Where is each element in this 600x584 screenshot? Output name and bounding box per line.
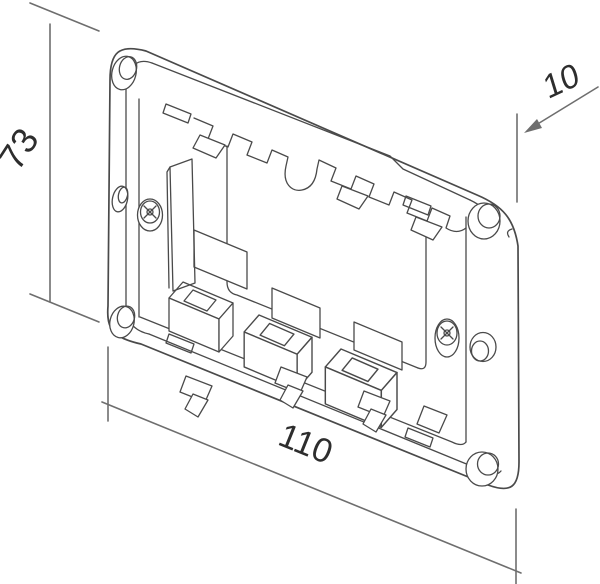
frame-outline — [106, 47, 520, 490]
claw-wedge-2 — [336, 185, 369, 210]
clip-top-hole — [259, 322, 295, 347]
corner-notch-mark — [506, 228, 513, 238]
dimension-height: 73 — [0, 2, 100, 323]
module-claw-band — [192, 117, 467, 241]
slot-long-left — [166, 158, 196, 292]
corner-hole-bottom-right — [465, 451, 500, 487]
alignment-slot-bottom-right — [404, 427, 434, 448]
corner-hole-top-right — [467, 202, 501, 240]
fixing-screw-right — [434, 318, 460, 358]
module-clip-3 — [324, 348, 398, 429]
extension-tick-bottom — [29, 293, 100, 323]
clip-top-hole — [341, 357, 379, 383]
frame-body — [106, 47, 520, 490]
dimension-depth: 10 — [516, 56, 599, 203]
alignment-slot-top-right — [402, 195, 432, 216]
dim-width-label: 110 — [273, 416, 338, 472]
phillips-cross-icon — [440, 326, 454, 340]
arrow-line — [535, 86, 599, 126]
window-right-edge — [417, 231, 427, 370]
clip-side-face — [218, 302, 234, 353]
clip-back-plate-3 — [353, 321, 403, 371]
arrowhead-icon — [524, 119, 542, 133]
dimension-line — [101, 401, 522, 574]
bottom-edge-inner-line — [148, 333, 487, 473]
pilot-hole-left — [111, 185, 129, 213]
window-aperture — [226, 145, 427, 370]
alignment-slot-bottom-left — [165, 333, 195, 354]
top-edge-inner-line — [151, 62, 471, 201]
corner-hole-bottom-left — [109, 305, 136, 339]
phillips-cross-icon — [143, 205, 157, 219]
alignment-slot-top-left — [162, 103, 192, 124]
clip-back-plate-2 — [271, 287, 321, 339]
claw-wedge-1 — [192, 134, 226, 159]
pilot-hole-right — [469, 331, 497, 363]
clip-top-hole — [183, 289, 217, 312]
claw-wedge-3 — [410, 216, 443, 241]
module-clip-1 — [168, 281, 234, 353]
retaining-hook-4 — [416, 405, 448, 434]
retaining-hook-2 — [274, 366, 308, 409]
bottom-shelf-line — [139, 316, 467, 446]
dim-height-label: 73 — [0, 121, 47, 177]
corner-hole-top-left — [111, 55, 138, 91]
window-left-edge — [226, 145, 419, 369]
extension-tick-top — [29, 2, 100, 32]
claw-band-profile — [193, 117, 467, 233]
fixing-screw-left — [136, 198, 164, 232]
retaining-hook-1 — [179, 375, 213, 418]
retaining-hook-3 — [357, 390, 391, 433]
